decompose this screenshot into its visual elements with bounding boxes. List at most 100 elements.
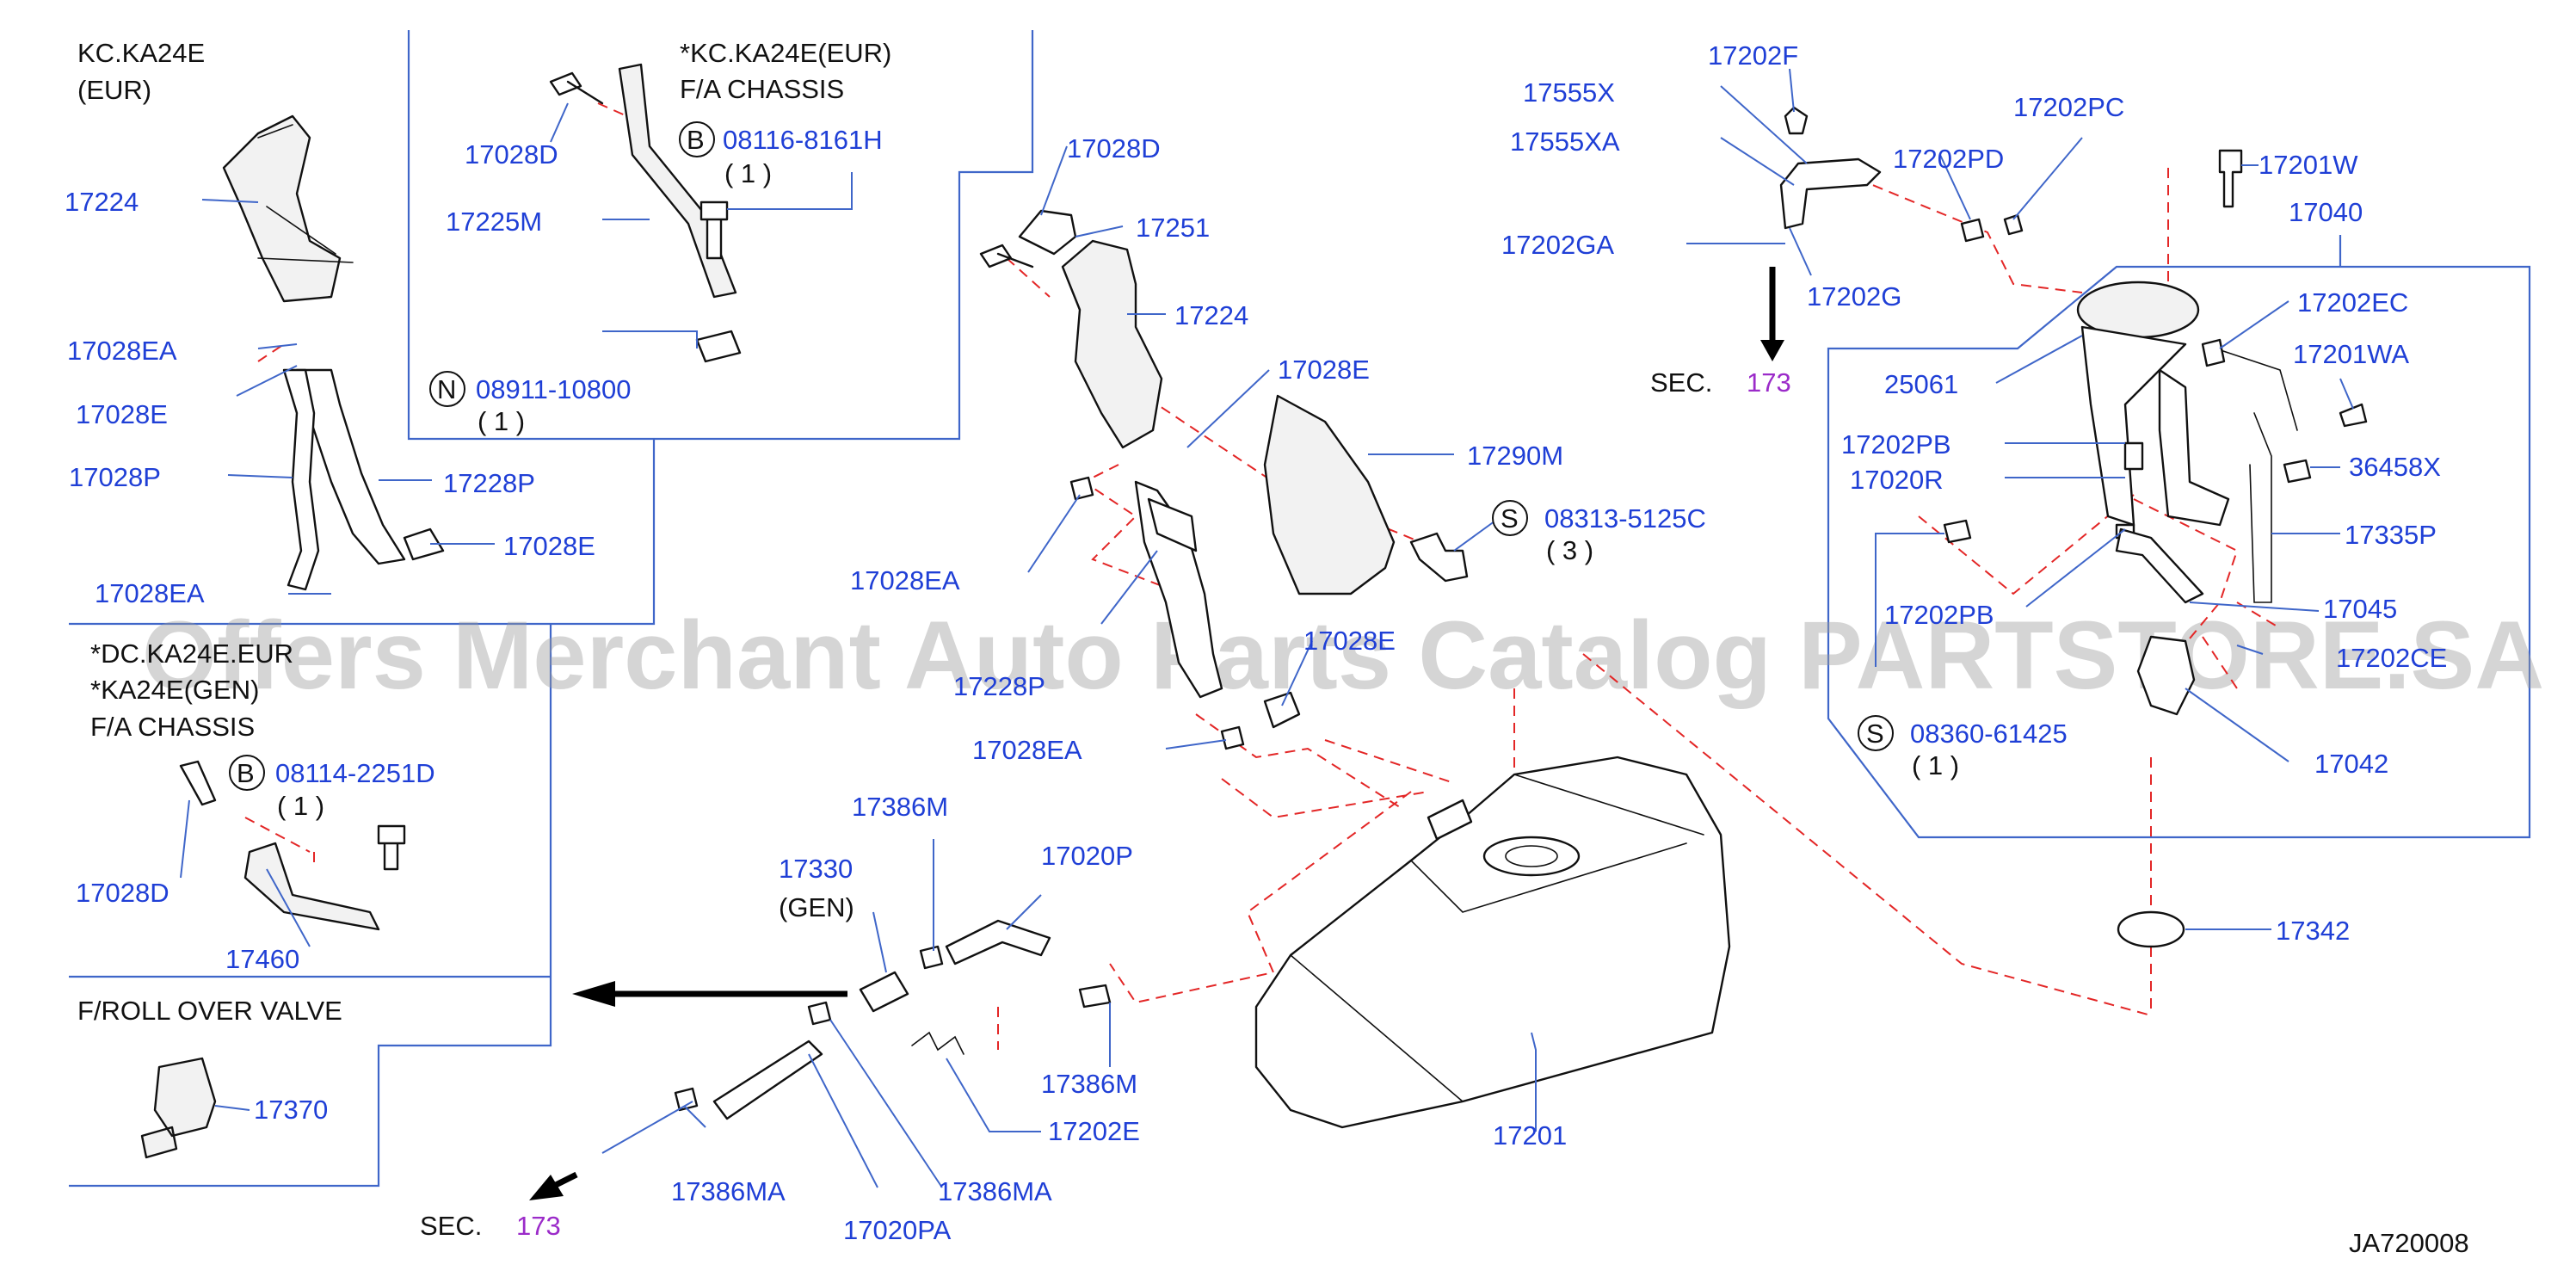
label-17040[interactable]: 17040 <box>2289 197 2363 227</box>
spec-08360-61425: 08360-61425 <box>1910 719 2068 749</box>
clip-17028ea-lower-drawing <box>1220 725 1245 750</box>
clip-17386ma-right-drawing <box>807 1001 832 1026</box>
label-17386m-lower[interactable]: 17386M <box>1041 1069 1137 1099</box>
label-17202pc[interactable]: 17202PC <box>2013 92 2124 122</box>
label-17460[interactable]: 17460 <box>225 944 299 974</box>
label-36458x[interactable]: 36458X <box>2349 452 2441 482</box>
label-25061[interactable]: 25061 <box>1884 369 1958 399</box>
label-17224-center[interactable]: 17224 <box>1174 300 1248 330</box>
label-17201w[interactable]: 17201W <box>2259 150 2358 180</box>
filler-neck-center-drawing <box>979 209 1223 699</box>
panel-frames <box>69 30 2531 1188</box>
label-17224-left[interactable]: 17224 <box>65 187 139 217</box>
filter-17330-drawing <box>859 971 909 1013</box>
part-drawings <box>140 63 2368 1159</box>
label-17020p[interactable]: 17020P <box>1041 841 1133 871</box>
label-17028ea-upper-left[interactable]: 17028EA <box>67 336 177 366</box>
bracket-17460-drawing <box>243 842 380 931</box>
label-17028e-left[interactable]: 17028E <box>76 399 168 429</box>
hose-17020pa-drawing <box>712 1039 823 1120</box>
label-17202ce[interactable]: 17202CE <box>2336 643 2447 673</box>
bolt-s08313-drawing <box>1409 532 1469 583</box>
sec-number-right: 173 <box>1747 367 1791 398</box>
sec-label-left: SEC. <box>420 1211 482 1241</box>
note-kc-eur-fa-line2: F/A CHASSIS <box>680 74 844 104</box>
label-17202f[interactable]: 17202F <box>1708 40 1798 71</box>
spec-08911-10800: 08911-10800 <box>476 374 631 404</box>
part-number-labels: 17224 17028D 17225M 17028EA 17028E 17028… <box>65 40 2447 1245</box>
label-17028d-top[interactable]: 17028D <box>465 139 558 170</box>
label-17290m[interactable]: 17290M <box>1467 441 1563 471</box>
bolt-spec-callouts: B 08116-8161H ( 1 ) N 08911-10800 ( 1 ) … <box>229 121 2068 821</box>
note-dc-line1: *DC.KA24E.EUR <box>90 638 293 669</box>
label-17028e-lower[interactable]: 17028E <box>1303 626 1396 656</box>
spec-08114-qty: ( 1 ) <box>277 791 324 821</box>
direction-arrows <box>529 267 1784 1200</box>
label-17028p[interactable]: 17028P <box>69 462 161 492</box>
spec-08116-8161h: 08116-8161H <box>723 125 883 155</box>
wire-17202e-drawing <box>911 1031 964 1055</box>
clip-17386ma-drawing <box>674 1087 699 1112</box>
clamp-17028e-lower-drawing <box>403 527 445 561</box>
label-17386m-top[interactable]: 17386M <box>852 792 948 822</box>
spec-08360-qty: ( 1 ) <box>1912 750 1959 780</box>
circle-s-08313: S <box>1501 503 1519 534</box>
hose-17020p-drawing <box>945 919 1051 965</box>
spec-08116-qty: ( 1 ) <box>724 158 772 188</box>
spec-08114-2251d: 08114-2251D <box>275 758 435 788</box>
label-17020r[interactable]: 17020R <box>1850 465 1944 495</box>
label-17201[interactable]: 17201 <box>1493 1120 1567 1151</box>
label-17202pb-upper[interactable]: 17202PB <box>1841 429 1951 460</box>
note-kc-ka24e-title: KC.KA24E <box>77 38 205 68</box>
label-17028ea-lower-left[interactable]: 17028EA <box>95 578 205 608</box>
label-17342[interactable]: 17342 <box>2276 916 2350 946</box>
label-17202pb-lower[interactable]: 17202PB <box>1884 600 1994 630</box>
label-17202ga[interactable]: 17202GA <box>1501 230 1614 260</box>
label-17028ea-center[interactable]: 17028EA <box>850 565 960 595</box>
notes-text: KC.KA24E (EUR) *KC.KA24E(EUR) F/A CHASSI… <box>77 38 2469 1258</box>
label-17228p[interactable]: 17228P <box>443 468 535 498</box>
label-17028e-left-lower[interactable]: 17028E <box>503 531 595 561</box>
diagram-code: JA720008 <box>2349 1228 2469 1258</box>
label-17386ma-left[interactable]: 17386MA <box>671 1176 786 1206</box>
label-17201wa[interactable]: 17201WA <box>2293 339 2409 369</box>
dashed-connection-lines <box>244 102 2281 1050</box>
clip-17386m-drawing <box>919 945 944 970</box>
label-17330[interactable]: 17330 <box>779 854 853 884</box>
label-17202ec[interactable]: 17202EC <box>2297 287 2408 318</box>
label-17555x[interactable]: 17555X <box>1523 77 1615 108</box>
label-17251[interactable]: 17251 <box>1136 213 1210 243</box>
label-17335p[interactable]: 17335P <box>2345 520 2437 550</box>
clip-17028ea-center-drawing <box>1069 476 1094 501</box>
label-17028e-center[interactable]: 17028E <box>1278 355 1370 385</box>
label-17228p-lower[interactable]: 17228P <box>953 671 1045 701</box>
label-17020pa[interactable]: 17020PA <box>843 1215 952 1245</box>
gasket-17342-drawing <box>2117 910 2185 948</box>
rollover-valve-17370-drawing <box>140 1057 217 1159</box>
label-17202e[interactable]: 17202E <box>1048 1116 1140 1146</box>
label-17370[interactable]: 17370 <box>254 1095 328 1125</box>
circle-n-08911: N <box>437 374 456 404</box>
label-17045[interactable]: 17045 <box>2323 594 2397 624</box>
label-17225m[interactable]: 17225M <box>446 207 542 237</box>
clamp-17028e-center-drawing <box>1263 691 1301 729</box>
label-17028d-lower[interactable]: 17028D <box>76 878 169 908</box>
label-17386ma-right[interactable]: 17386MA <box>938 1176 1052 1206</box>
leader-lines <box>180 68 2354 1188</box>
label-17028d-center[interactable]: 17028D <box>1067 133 1161 163</box>
bolt-b08116-drawing <box>699 200 729 260</box>
label-17202pd[interactable]: 17202PD <box>1893 144 2004 174</box>
note-gen: (GEN) <box>779 892 854 922</box>
nut-n08911-drawing <box>695 330 742 363</box>
label-17028ea-lower[interactable]: 17028EA <box>972 735 1082 765</box>
label-17202g[interactable]: 17202G <box>1807 281 1901 312</box>
note-dc-line2: *KA24E(GEN) <box>90 675 259 705</box>
label-17042[interactable]: 17042 <box>2314 749 2388 779</box>
fuel-tank-17201-drawing <box>1254 756 1731 1129</box>
note-kc-eur-fa-line1: *KC.KA24E(EUR) <box>680 38 891 68</box>
bolt-17028d-lower-drawing <box>179 760 217 806</box>
label-17555xa[interactable]: 17555XA <box>1510 126 1620 157</box>
sec-number-left: 173 <box>516 1211 561 1241</box>
heat-shield-17290m-drawing <box>1263 394 1396 595</box>
